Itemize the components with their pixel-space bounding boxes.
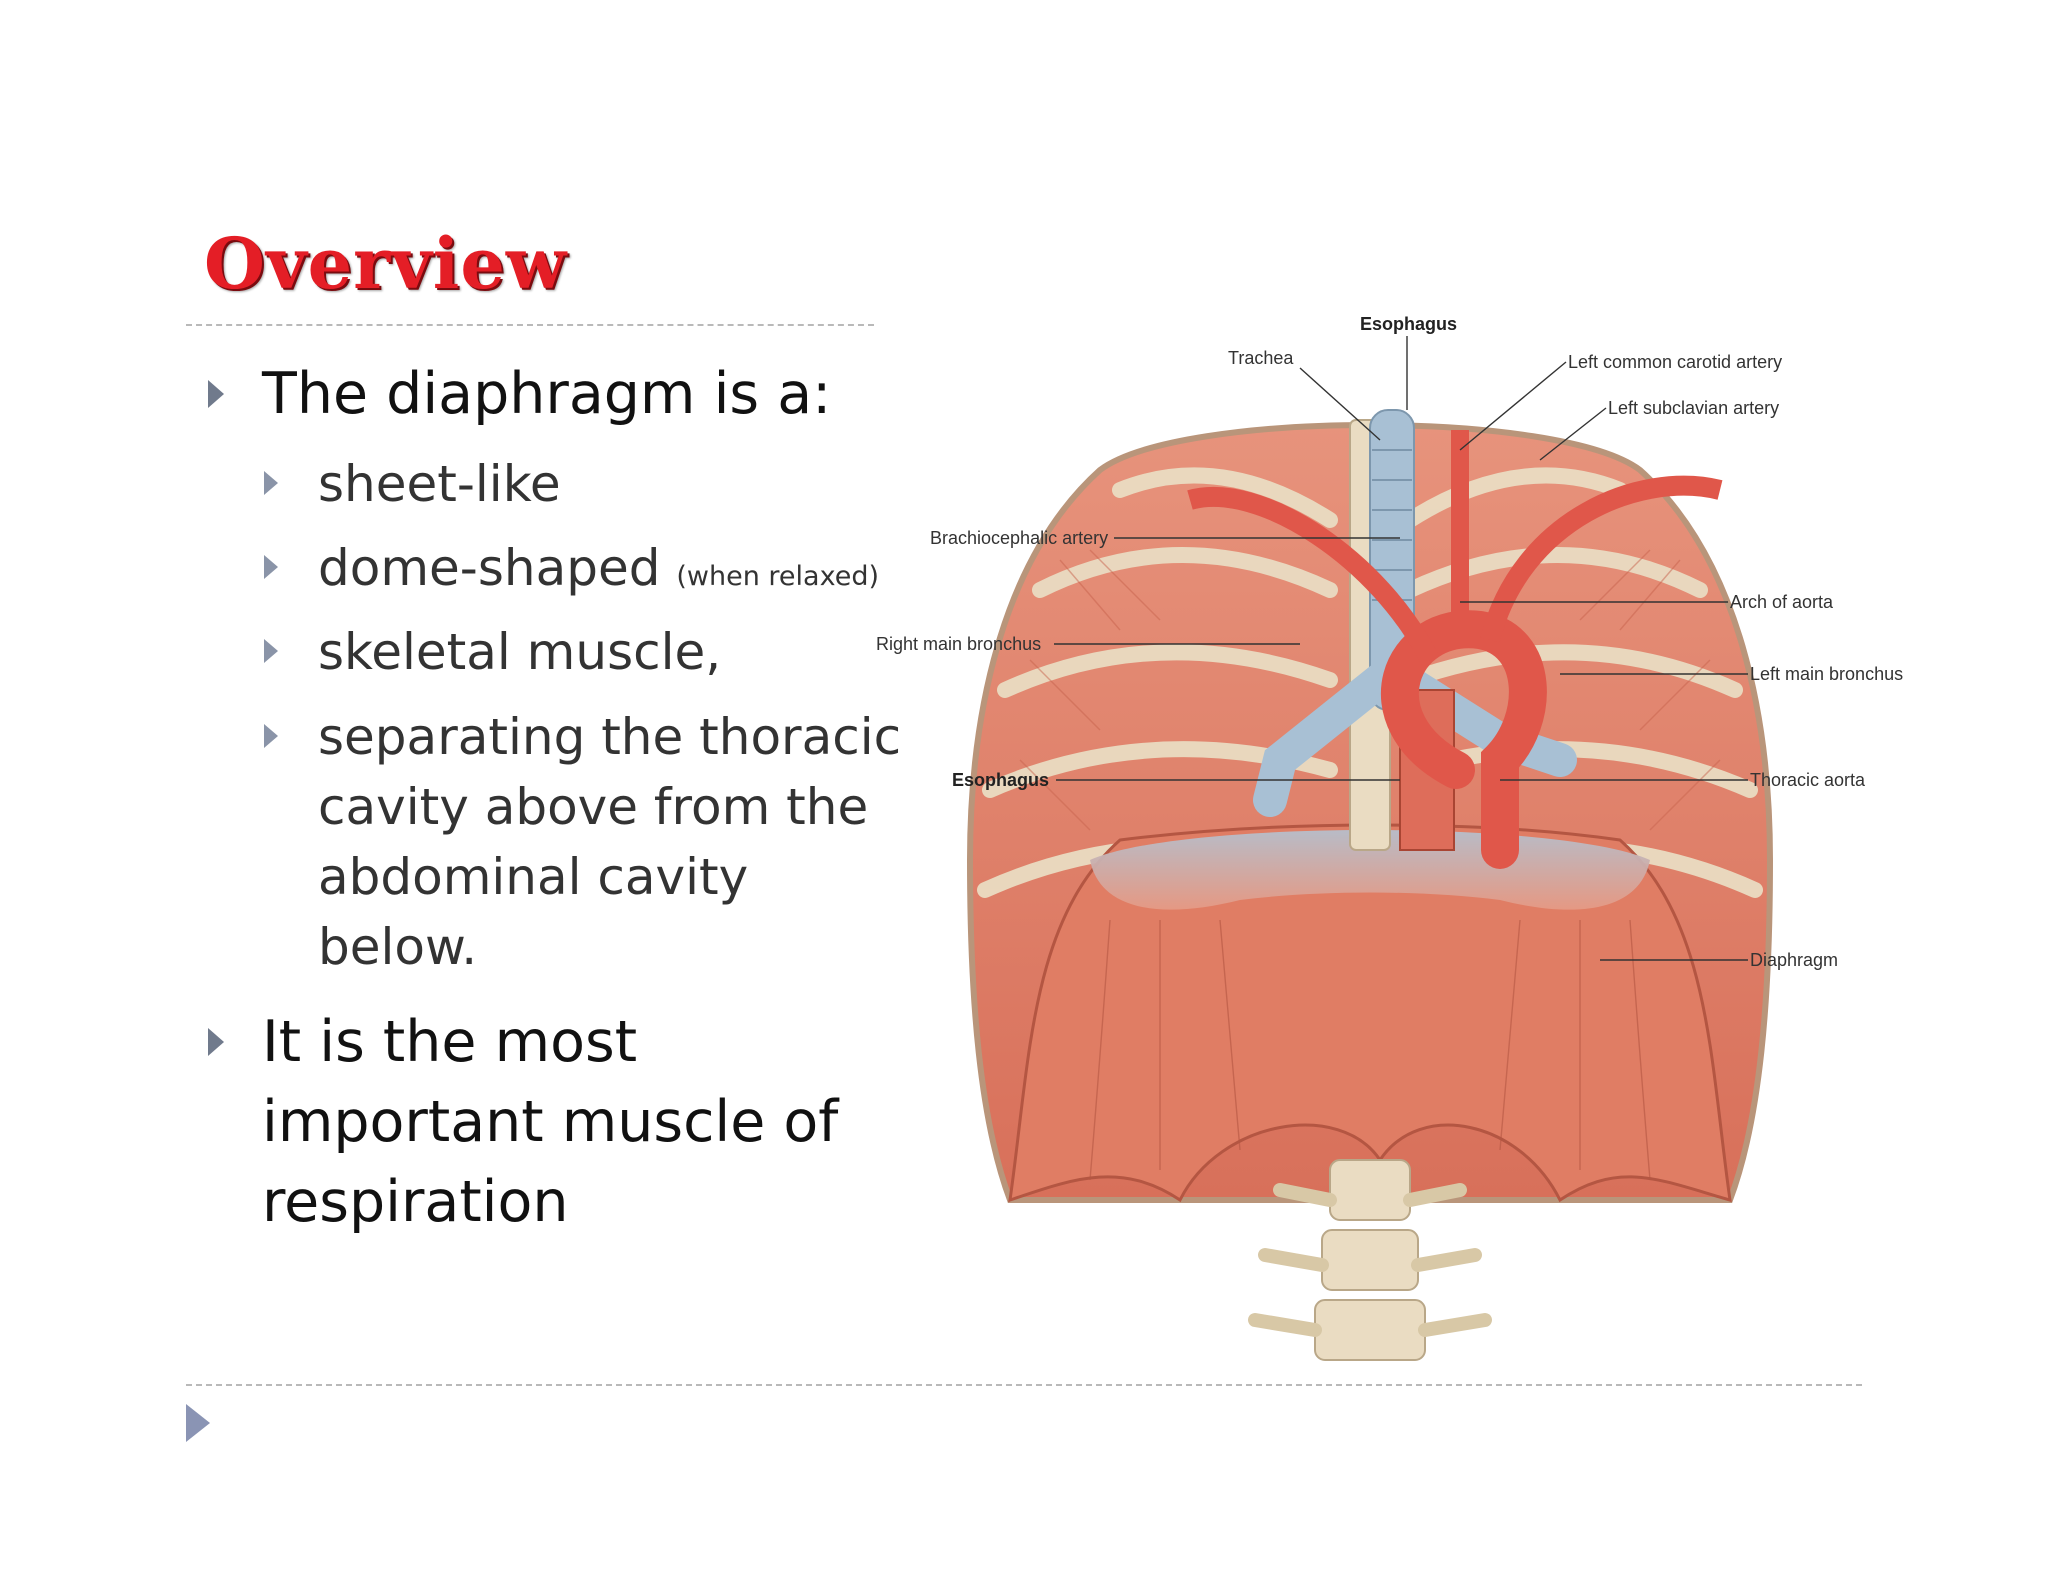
footer-triangle-icon bbox=[186, 1404, 210, 1442]
triangle-bullet-icon bbox=[208, 380, 224, 408]
diaphragm-anatomy-figure: Esophagus Trachea Left common carotid ar… bbox=[876, 314, 1903, 1361]
label-right-main-bronchus: Right main bronchus bbox=[876, 634, 1041, 654]
diagram-labels: Esophagus Trachea Left common carotid ar… bbox=[876, 314, 1903, 970]
label-left-common-carotid: Left common carotid artery bbox=[1568, 352, 1782, 372]
label-esophagus-top: Esophagus bbox=[1360, 314, 1457, 334]
title-divider bbox=[186, 324, 874, 326]
slide-title: Overview bbox=[204, 222, 568, 305]
triangle-bullet-icon bbox=[264, 724, 278, 748]
sub-bullet-2-note: (when relaxed) bbox=[676, 561, 880, 592]
sub-bullet-1-text: sheet-like bbox=[318, 455, 561, 513]
label-left-subclavian: Left subclavian artery bbox=[1608, 398, 1779, 418]
triangle-bullet-icon bbox=[264, 555, 278, 579]
label-esophagus-left: Esophagus bbox=[952, 770, 1049, 790]
sub-bullet-3-text: skeletal muscle, bbox=[318, 623, 722, 681]
diaphragm-muscle bbox=[1008, 823, 1732, 1203]
bullet-2-text: It is the most important muscle of respi… bbox=[262, 1009, 839, 1235]
label-left-main-bronchus: Left main bronchus bbox=[1750, 664, 1903, 684]
bullet-1-text: The diaphragm is a: bbox=[262, 361, 832, 427]
aorta bbox=[1187, 430, 1723, 869]
label-trachea: Trachea bbox=[1228, 348, 1294, 368]
sub-bullet-4-text: separating the thoracic cavity above fro… bbox=[318, 708, 902, 976]
label-arch-of-aorta: Arch of aorta bbox=[1730, 592, 1834, 612]
footer-divider bbox=[186, 1384, 1862, 1386]
triangle-bullet-icon bbox=[264, 471, 278, 495]
triangle-bullet-icon bbox=[208, 1028, 224, 1056]
label-brachiocephalic: Brachiocephalic artery bbox=[930, 528, 1108, 548]
triangle-bullet-icon bbox=[264, 639, 278, 663]
sub-bullet-2-text: dome-shaped bbox=[318, 539, 661, 597]
label-thoracic-aorta: Thoracic aorta bbox=[1750, 770, 1866, 790]
label-diaphragm: Diaphragm bbox=[1750, 950, 1838, 970]
sub-bullet-2-text-wrap: dome-shaped (when relaxed) bbox=[318, 533, 879, 612]
